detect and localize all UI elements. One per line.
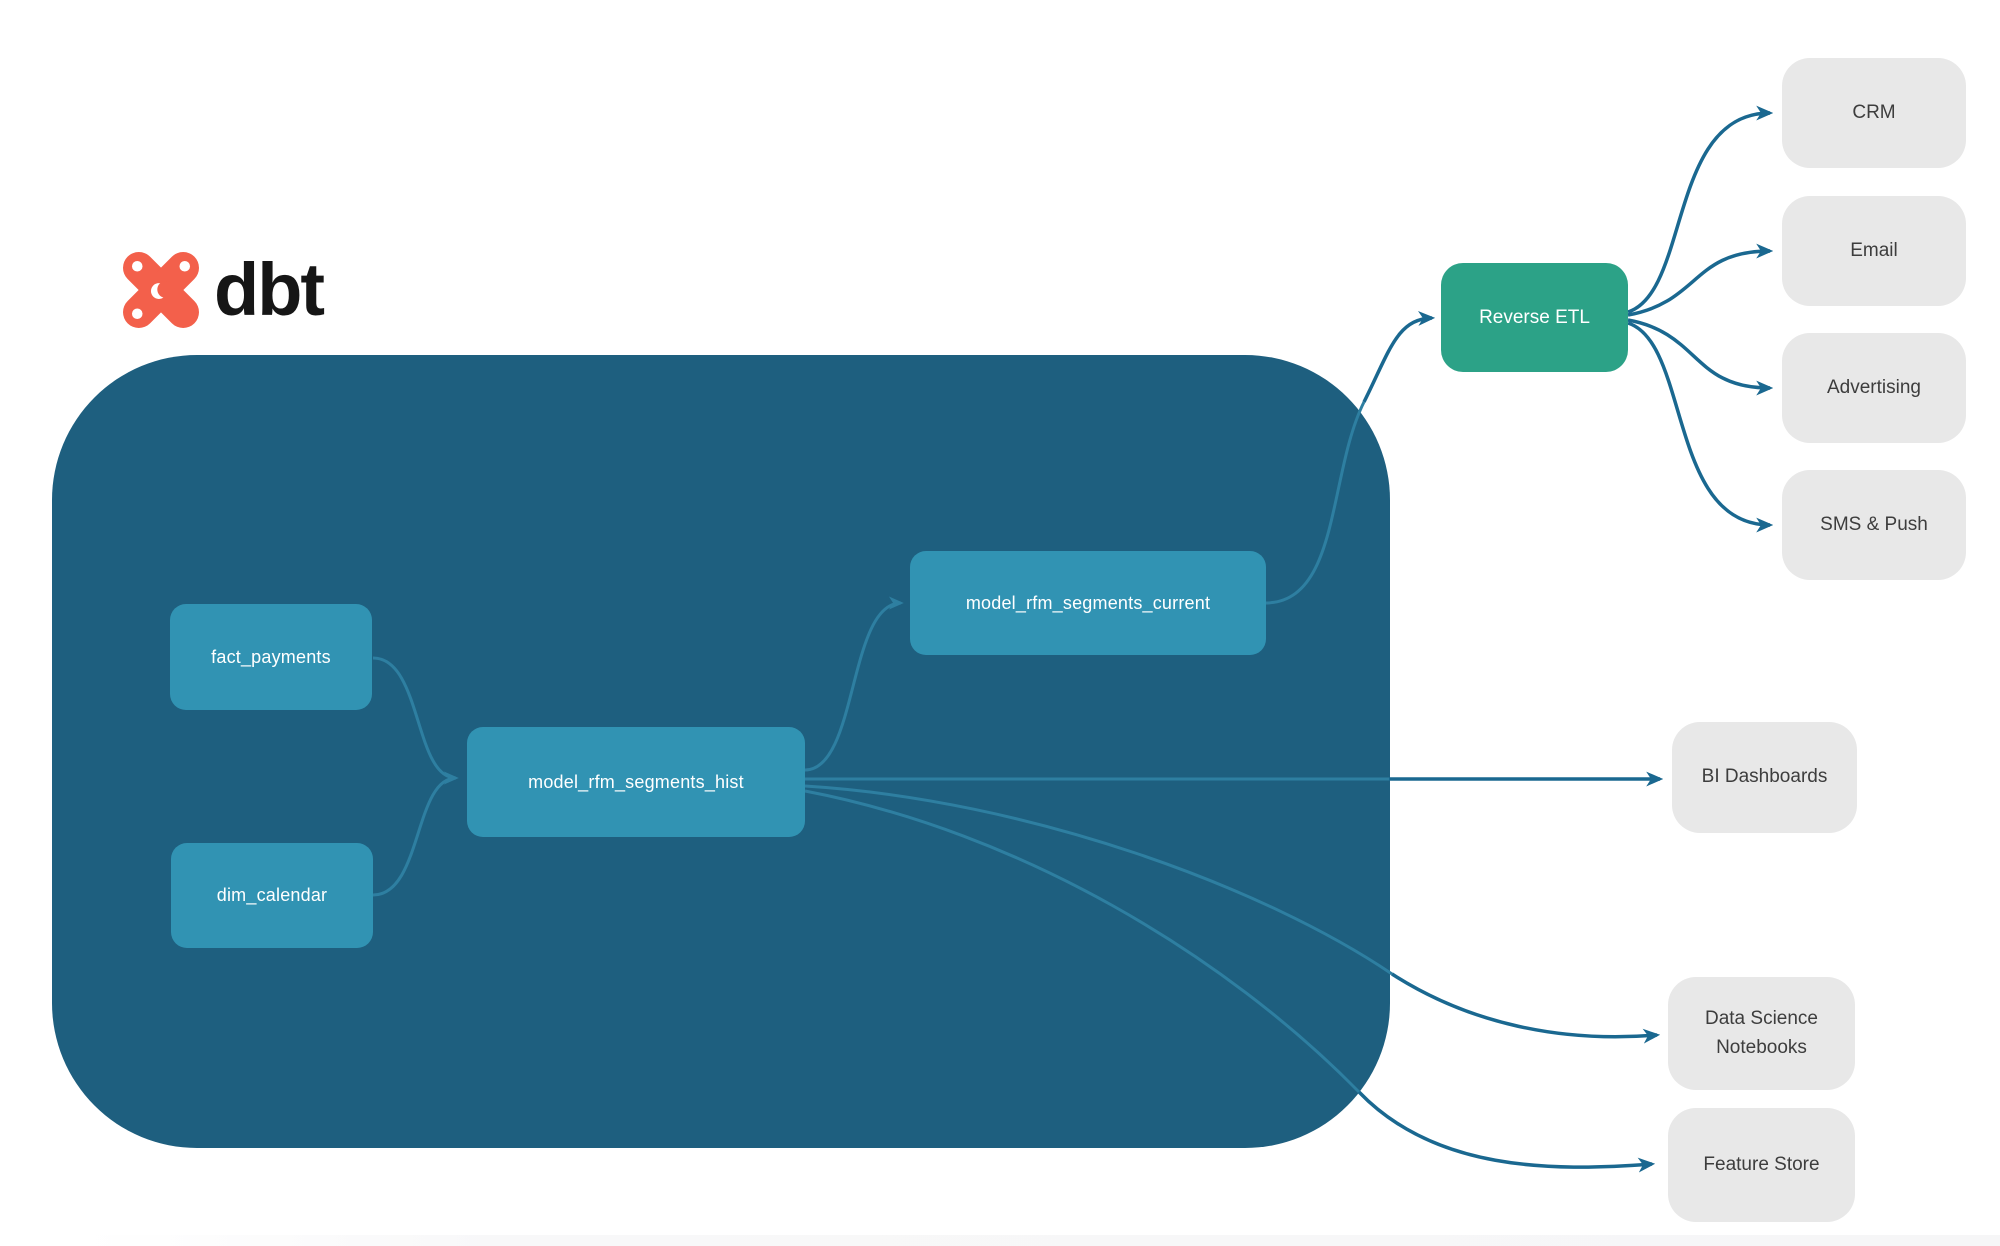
edge-reverse-etl-to-advertising — [1627, 318, 1774, 396]
node-label: model_rfm_segments_hist — [528, 771, 744, 792]
dbt-logo: dbt — [123, 248, 325, 331]
node-crm: CRM — [1782, 58, 1966, 168]
edge-current-to-reverse-etl-outside — [1362, 310, 1436, 403]
node-label: fact_payments — [211, 646, 331, 667]
edge-hist-to-data-science-outside — [1391, 972, 1661, 1044]
node-label: SMS & Push — [1820, 513, 1928, 535]
node-label: dim_calendar — [216, 885, 328, 905]
node-label: Feature Store — [1703, 1153, 1820, 1175]
node-model-rfm-segments-current: model_rfm_segments_current — [910, 551, 1266, 655]
node-data-science-notebooks: Data Science Notebooks — [1668, 977, 1855, 1090]
node-dim-calendar: dim_calendar — [171, 843, 373, 948]
node-label: Email — [1850, 239, 1898, 261]
node-reverse-etl: Reverse ETL — [1441, 263, 1628, 372]
dbt-logo-text: dbt — [214, 248, 325, 331]
node-advertising: Advertising — [1782, 333, 1966, 443]
node-label: Data Science Notebooks — [1704, 1008, 1818, 1058]
edge-reverse-etl-to-crm — [1627, 105, 1774, 314]
node-label: Advertising — [1827, 376, 1921, 398]
node-bi-dashboards: BI Dashboards — [1672, 722, 1857, 833]
node-email: Email — [1782, 196, 1966, 306]
node-model-rfm-segments-hist: model_rfm_segments_hist — [467, 727, 805, 837]
node-sms-push: SMS & Push — [1782, 470, 1966, 580]
node-label: BI Dashboards — [1701, 766, 1828, 788]
node-label: CRM — [1852, 101, 1896, 123]
node-fact-payments: fact_payments — [170, 604, 372, 710]
dbt-logo-icon — [123, 252, 199, 328]
edge-hist-to-feature-store-outside — [1357, 1090, 1656, 1173]
node-label: Reverse ETL — [1479, 306, 1590, 328]
bottom-edge-artifact — [0, 1235, 2000, 1246]
node-feature-store: Feature Store — [1668, 1108, 1855, 1222]
node-label: model_rfm_segments_current — [965, 592, 1211, 613]
edge-reverse-etl-to-sms-push — [1627, 321, 1774, 533]
edge-reverse-etl-to-email — [1627, 243, 1774, 317]
